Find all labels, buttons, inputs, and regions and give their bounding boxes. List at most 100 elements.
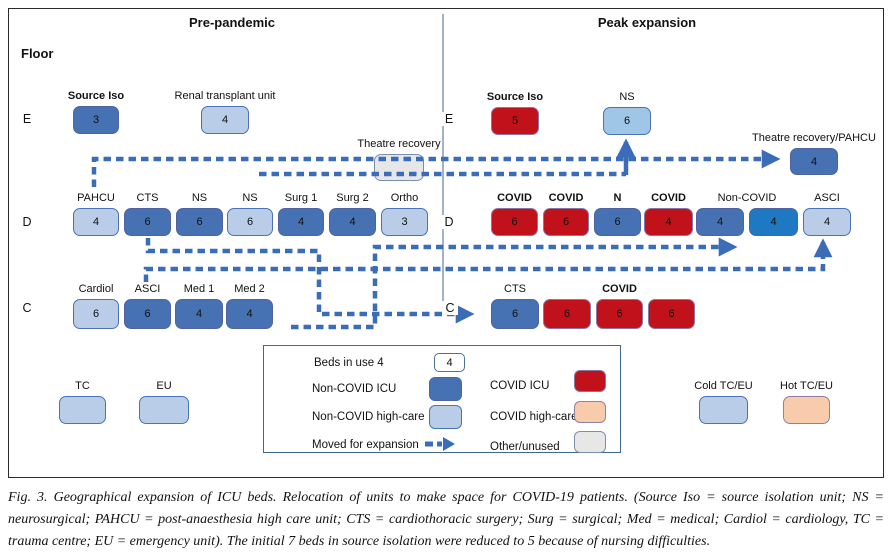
legend-other-unused-label: Other/unused <box>490 441 560 453</box>
bed-count-non-covid-b: 4 <box>770 216 777 228</box>
unit-box-eu <box>139 396 189 424</box>
unit-label-asci-peak: ASCI <box>814 192 840 204</box>
floor-c-right: C <box>442 301 458 315</box>
figure-caption: Fig. 3. Geographical expansion of ICU be… <box>8 490 884 550</box>
unit-label-theatre-recovery-pahcu: Theatre recovery/PAHCU <box>752 132 876 144</box>
unit-box-covid-d1: 6 <box>491 208 538 236</box>
floor-axis-label: Floor <box>21 46 54 61</box>
unit-box-covid-c1: 6 <box>543 299 591 329</box>
bed-count-ortho: 3 <box>401 216 408 228</box>
unit-box-non-covid-a: 4 <box>696 208 744 236</box>
bed-count-pahcu: 4 <box>92 216 100 228</box>
unit-label-surg-2: Surg 2 <box>336 192 369 204</box>
legend-beds-in-use-label: Beds in use 4 <box>314 357 384 369</box>
unit-box-covid-d2: 6 <box>543 208 589 236</box>
unit-label-source-iso-peak: Source Iso <box>486 91 544 103</box>
bed-count-source-iso-peak: 5 <box>511 115 519 127</box>
moved-arrow-glyph <box>425 437 455 451</box>
unit-box-ns-icu-pre: 6 <box>176 208 223 236</box>
bed-count-non-covid-a: 4 <box>716 216 724 228</box>
unit-box-covid-c3: 6 <box>648 299 695 329</box>
unit-label-eu: EU <box>156 380 172 392</box>
bed-count-n-unit: 6 <box>614 216 621 228</box>
bed-count-covid-d3: 4 <box>665 216 672 228</box>
bed-count-covid-c1: 6 <box>563 308 571 320</box>
unit-label-surg-1: Surg 1 <box>284 192 318 204</box>
unit-box-theatre-recovery-pre <box>374 154 424 181</box>
floor-d-left: D <box>19 215 35 229</box>
bed-count-covid-c2: 6 <box>616 308 623 320</box>
unit-label-ortho: Ortho <box>390 192 419 204</box>
bed-count-ns-icu-pre: 6 <box>196 216 203 228</box>
unit-box-cts-peak: 6 <box>491 299 539 329</box>
unit-label-renal-transplant-unit: Renal transplant unit <box>174 90 276 102</box>
unit-label-covid-c2: COVID <box>602 283 637 295</box>
unit-label-med-2: Med 2 <box>234 283 265 295</box>
bed-count-source-iso-pre: 3 <box>92 114 100 126</box>
legend-non-covid-high-care-label: Non-COVID high-care <box>312 411 425 423</box>
unit-label-tc: TC <box>75 380 90 392</box>
bed-count-cts-peak: 6 <box>511 308 519 320</box>
legend-non-covid-high-care-swatch <box>429 405 462 429</box>
legend-non-covid-icu-swatch <box>429 377 462 401</box>
floor-e-left: E <box>19 112 35 126</box>
figure-frame: Pre-pandemic Peak expansion Floor 3 Sourc… <box>8 8 884 478</box>
bed-count-theatre-recovery-pahcu: 4 <box>810 155 818 168</box>
bed-count-cts-pre: 6 <box>144 216 151 228</box>
unit-box-non-covid-b: 4 <box>749 208 798 236</box>
unit-box-covid-c2: 6 <box>596 299 643 329</box>
unit-label-ns-peak-e: NS <box>619 91 635 103</box>
bed-count-ns-peak-e: 6 <box>623 115 631 127</box>
bed-count-asci-peak: 4 <box>823 216 831 228</box>
unit-box-source-iso-peak: 5 <box>491 107 539 135</box>
unit-label-theatre-recovery-pre: Theatre recovery <box>357 138 441 150</box>
legend-covid-high-care-label: COVID high-care <box>490 411 578 423</box>
legend-moved-for-expansion-label: Moved for expansion <box>312 439 419 451</box>
unit-box-hot-tc-eu <box>783 396 830 424</box>
unit-box-cold-tc-eu <box>699 396 748 424</box>
unit-box-asci-pre: 6 <box>124 299 171 329</box>
bed-count-renal-transplant-unit: 4 <box>221 114 229 126</box>
unit-label-ns-high-pre: NS <box>242 192 258 204</box>
unit-box-surg-2: 4 <box>329 208 376 236</box>
unit-box-source-iso-pre: 3 <box>73 106 119 134</box>
bed-count-surg-1: 4 <box>297 216 305 228</box>
bed-count-asci-pre: 6 <box>144 308 151 320</box>
unit-label-cts-pre: CTS <box>136 192 159 204</box>
move-pahcu-to-theatre <box>91 149 781 187</box>
unit-label-non-covid-a: Non-COVID <box>717 192 777 204</box>
unit-box-ns-peak-e: 6 <box>603 107 651 135</box>
unit-box-ortho: 3 <box>381 208 428 236</box>
unit-label-pahcu: PAHCU <box>77 192 115 204</box>
legend-covid-high-care-swatch <box>574 401 606 423</box>
panel-title-peak-expansion: Peak expansion <box>597 15 697 30</box>
unit-box-ns-high-pre: 6 <box>227 208 273 236</box>
bed-count-cardiol: 6 <box>92 308 100 320</box>
unit-box-tc <box>59 396 106 424</box>
bed-count-surg-2: 4 <box>349 216 356 228</box>
floor-d-right: D <box>441 215 457 229</box>
bed-count-covid-d2: 6 <box>562 216 570 228</box>
unit-box-med-2: 4 <box>226 299 273 329</box>
unit-box-n-unit: 6 <box>594 208 641 236</box>
unit-label-covid-d2: COVID <box>548 192 584 204</box>
unit-label-ns-icu-pre: NS <box>191 192 208 204</box>
unit-box-theatre-recovery-pahcu: 4 <box>790 148 838 175</box>
unit-box-covid-d3: 4 <box>644 208 693 236</box>
bed-count-ns-high-pre: 6 <box>246 216 254 228</box>
legend-moved-arrow-icon <box>425 437 455 451</box>
move-asci-to-d <box>143 238 833 282</box>
unit-label-source-iso-pre: Source Iso <box>67 90 125 102</box>
unit-box-asci-peak: 4 <box>803 208 851 236</box>
legend-other-unused-swatch <box>574 431 606 453</box>
unit-box-pahcu: 4 <box>73 208 119 236</box>
unit-box-med-1: 4 <box>175 299 223 329</box>
unit-box-cardiol: 6 <box>73 299 119 329</box>
bed-count-med-2: 4 <box>246 308 253 320</box>
unit-label-covid-d1: COVID <box>497 192 532 204</box>
legend-covid-icu-label: COVID ICU <box>490 380 550 392</box>
panel-title-pre-pandemic: Pre-pandemic <box>189 15 275 30</box>
unit-box-cts-pre: 6 <box>124 208 171 236</box>
bed-count-covid-c3: 6 <box>668 308 675 320</box>
